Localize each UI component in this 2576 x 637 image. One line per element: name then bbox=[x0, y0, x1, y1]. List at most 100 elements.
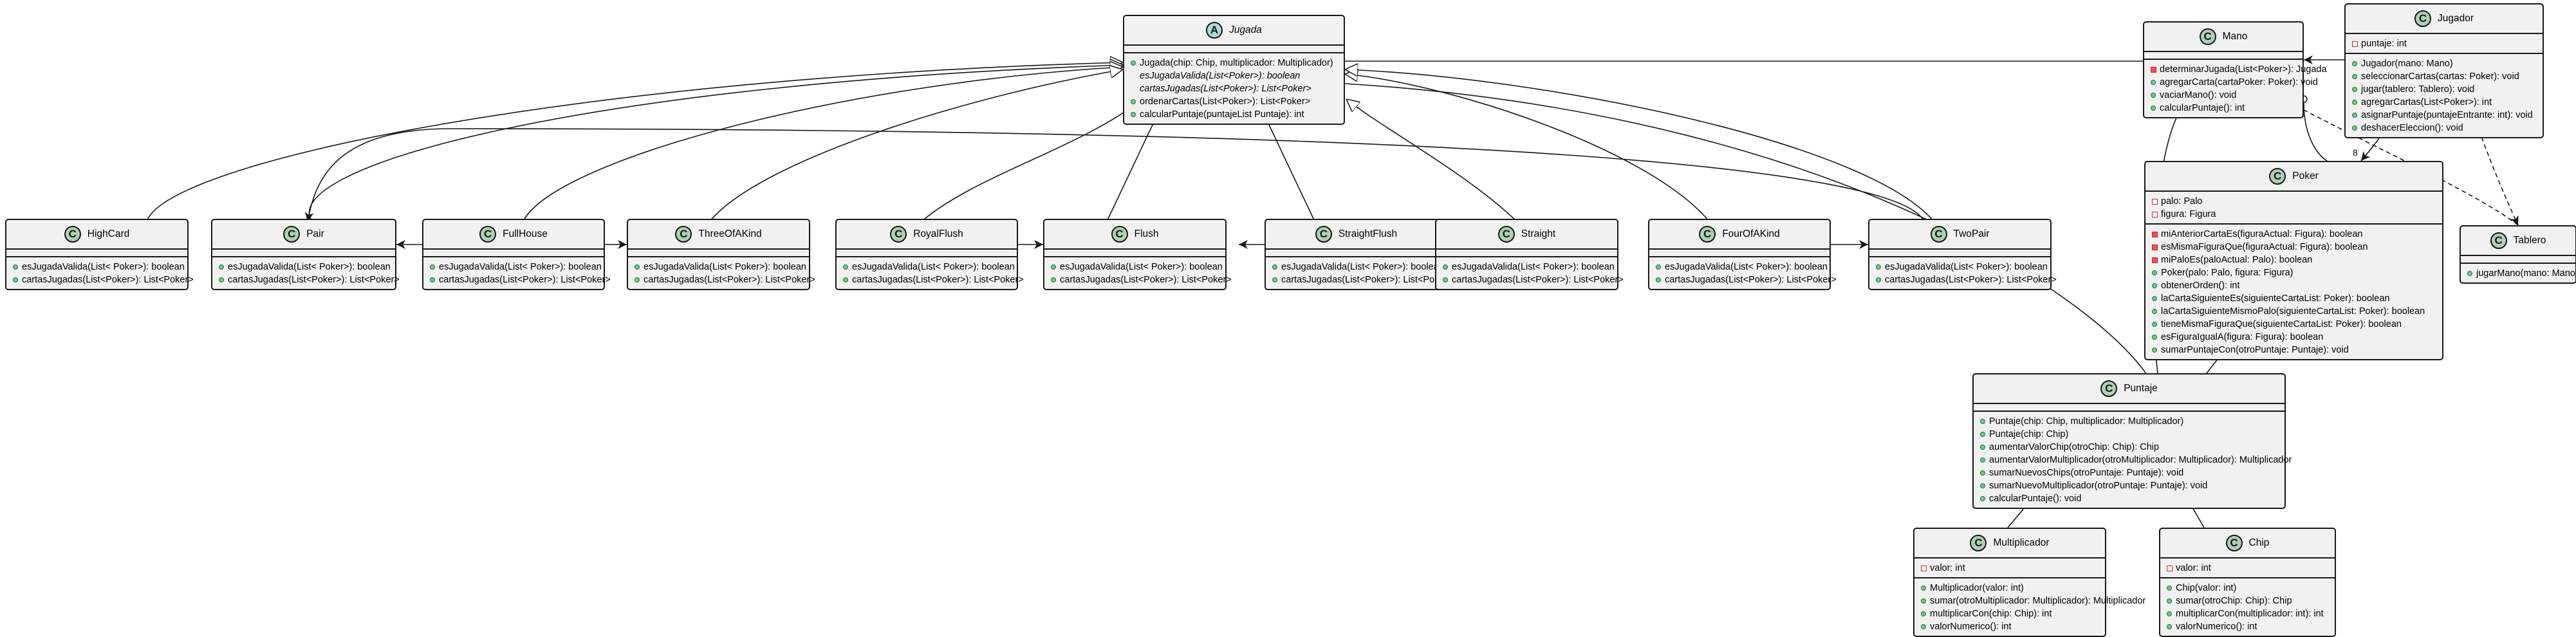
methods-section: miAnteriorCartaEs(figuraActual: Figura):… bbox=[2145, 223, 2442, 359]
public-visibility-icon bbox=[13, 264, 22, 270]
public-visibility-icon bbox=[1921, 624, 1930, 629]
public-visibility-icon bbox=[430, 264, 439, 270]
edge-fullhouse-jugada bbox=[523, 67, 1123, 222]
class-member: Multiplicador(valor: int) bbox=[1914, 582, 2105, 595]
class-icon: C bbox=[2269, 168, 2286, 185]
public-visibility-icon bbox=[430, 277, 439, 282]
public-visibility-icon bbox=[1051, 277, 1060, 282]
class-member: esJugadaValida(List< Poker>): boolean bbox=[212, 261, 395, 273]
fields-section bbox=[423, 250, 604, 256]
fields-section: puntaje: int bbox=[2346, 34, 2543, 53]
class-icon: C bbox=[675, 226, 692, 243]
member-text: valor: int bbox=[2176, 563, 2211, 573]
member-text: esJugadaValida(List< Poker>): boolean bbox=[1665, 262, 1828, 272]
class-member: sumarNuevoMultiplicador(otroPuntaje: Pun… bbox=[1974, 479, 2284, 492]
class-header: C Straight bbox=[1436, 220, 1617, 250]
methods-section: Jugada(chip: Chip, multiplicador: Multip… bbox=[1124, 52, 1344, 124]
member-text: multiplicarCon(chip: Chip): int bbox=[1930, 609, 2052, 619]
class-name: Pair bbox=[306, 228, 324, 239]
public-visibility-icon bbox=[2152, 335, 2161, 340]
fields-section bbox=[837, 250, 1017, 256]
public-visibility-icon bbox=[2151, 80, 2160, 85]
member-text: aumentarValorMultiplicador(otroMultiplic… bbox=[1989, 455, 2292, 465]
fields-section bbox=[1649, 250, 1830, 256]
class-name: Tablero bbox=[2513, 235, 2546, 246]
public-visibility-icon bbox=[2151, 93, 2160, 98]
public-visibility-icon bbox=[2167, 598, 2176, 604]
member-text: cartasJugadas(List<Poker>): List<Poker> bbox=[439, 275, 611, 285]
class-member: miAnteriorCartaEs(figuraActual: Figura):… bbox=[2145, 228, 2442, 241]
fields-section bbox=[2144, 52, 2303, 59]
class-member: multiplicarCon(multiplicador: int): int bbox=[2160, 607, 2335, 620]
class-member: tieneMismaFiguraQue(siguienteCartaList: … bbox=[2145, 318, 2442, 331]
class-member: esJugadaValida(List< Poker>): boolean bbox=[1266, 261, 1447, 273]
member-text: seleccionarCartas(cartas: Poker): void bbox=[2361, 71, 2519, 82]
methods-section: Jugador(mano: Mano)seleccionarCartas(car… bbox=[2346, 53, 2543, 137]
class-member: Puntaje(chip: Chip) bbox=[1974, 428, 2284, 441]
member-text: miAnteriorCartaEs(figuraActual: Figura):… bbox=[2161, 229, 2363, 239]
fields-section: valor: int bbox=[1914, 559, 2105, 577]
class-name: HighCard bbox=[87, 228, 130, 239]
member-text: Multiplicador(valor: int) bbox=[1930, 583, 2024, 593]
class-member: cartasJugadas(List<Poker>): List<Poker> bbox=[1044, 273, 1232, 286]
class-member: esJugadaValida(List< Poker>): boolean bbox=[1649, 261, 1830, 273]
private-visibility-icon bbox=[1921, 565, 1930, 571]
class-name: Mano bbox=[2222, 31, 2248, 42]
class-box-straight[interactable]: C Straight esJugadaValida(List< Poker>): b… bbox=[1435, 219, 1624, 290]
public-visibility-icon bbox=[1131, 112, 1140, 117]
member-text: cartasJugadas(List<Poker>): List<Poker> bbox=[228, 275, 400, 285]
public-visibility-icon bbox=[1272, 264, 1281, 270]
member-text: multiplicarCon(multiplicador: int): int bbox=[2176, 609, 2324, 619]
class-icon: C bbox=[1699, 226, 1716, 243]
member-text: obtenerOrden(): int bbox=[2161, 281, 2240, 291]
class-member: agregarCarta(cartaPoker: Poker): void bbox=[2144, 76, 2318, 89]
class-member: aumentarValorChip(otroChip: Chip): Chip bbox=[1974, 441, 2284, 454]
public-visibility-icon bbox=[1051, 264, 1060, 270]
class-member: agregarCartas(List<Poker>): int bbox=[2346, 96, 2543, 109]
class-name: RoyalFlush bbox=[913, 228, 963, 239]
member-text: esJugadaValida(List< Poker>): boolean bbox=[22, 262, 185, 272]
member-text: esJugadaValida(List< Poker>): boolean bbox=[1281, 262, 1444, 272]
fields-section bbox=[6, 250, 187, 256]
member-text: esFiguraIgualA(figura: Figura): boolean bbox=[2161, 332, 2324, 342]
methods-section: Multiplicador(valor: int) sumar(otroMulti… bbox=[1914, 577, 2145, 636]
public-visibility-icon bbox=[2352, 61, 2361, 66]
class-member: jugarMano(mano: Mano): int bbox=[2461, 267, 2576, 280]
class-member: sumar(otroMultiplicador: Multiplicador):… bbox=[1914, 595, 2145, 607]
class-name: Puntaje bbox=[2124, 383, 2158, 394]
public-visibility-icon bbox=[1443, 277, 1452, 282]
fields-section bbox=[1974, 404, 2284, 411]
fields-section bbox=[1266, 250, 1447, 256]
class-name: Straight bbox=[1521, 228, 1556, 239]
edge-royalflush-jugada bbox=[921, 99, 1142, 222]
class-member: Poker(palo: Palo, figura: Figura) bbox=[2145, 266, 2442, 279]
public-visibility-icon bbox=[2151, 106, 2160, 111]
class-name: StraightFlush bbox=[1338, 228, 1398, 239]
class-icon: C bbox=[1497, 226, 1515, 243]
member-text: ordenarCartas(List<Poker>): List<Poker> bbox=[1140, 97, 1311, 107]
member-text: esJugadaValida(List< Poker>): boolean bbox=[1452, 262, 1615, 272]
class-icon: C bbox=[2225, 535, 2243, 551]
member-text: miPaloEs(paloActual: Palo): boolean bbox=[2161, 255, 2313, 265]
